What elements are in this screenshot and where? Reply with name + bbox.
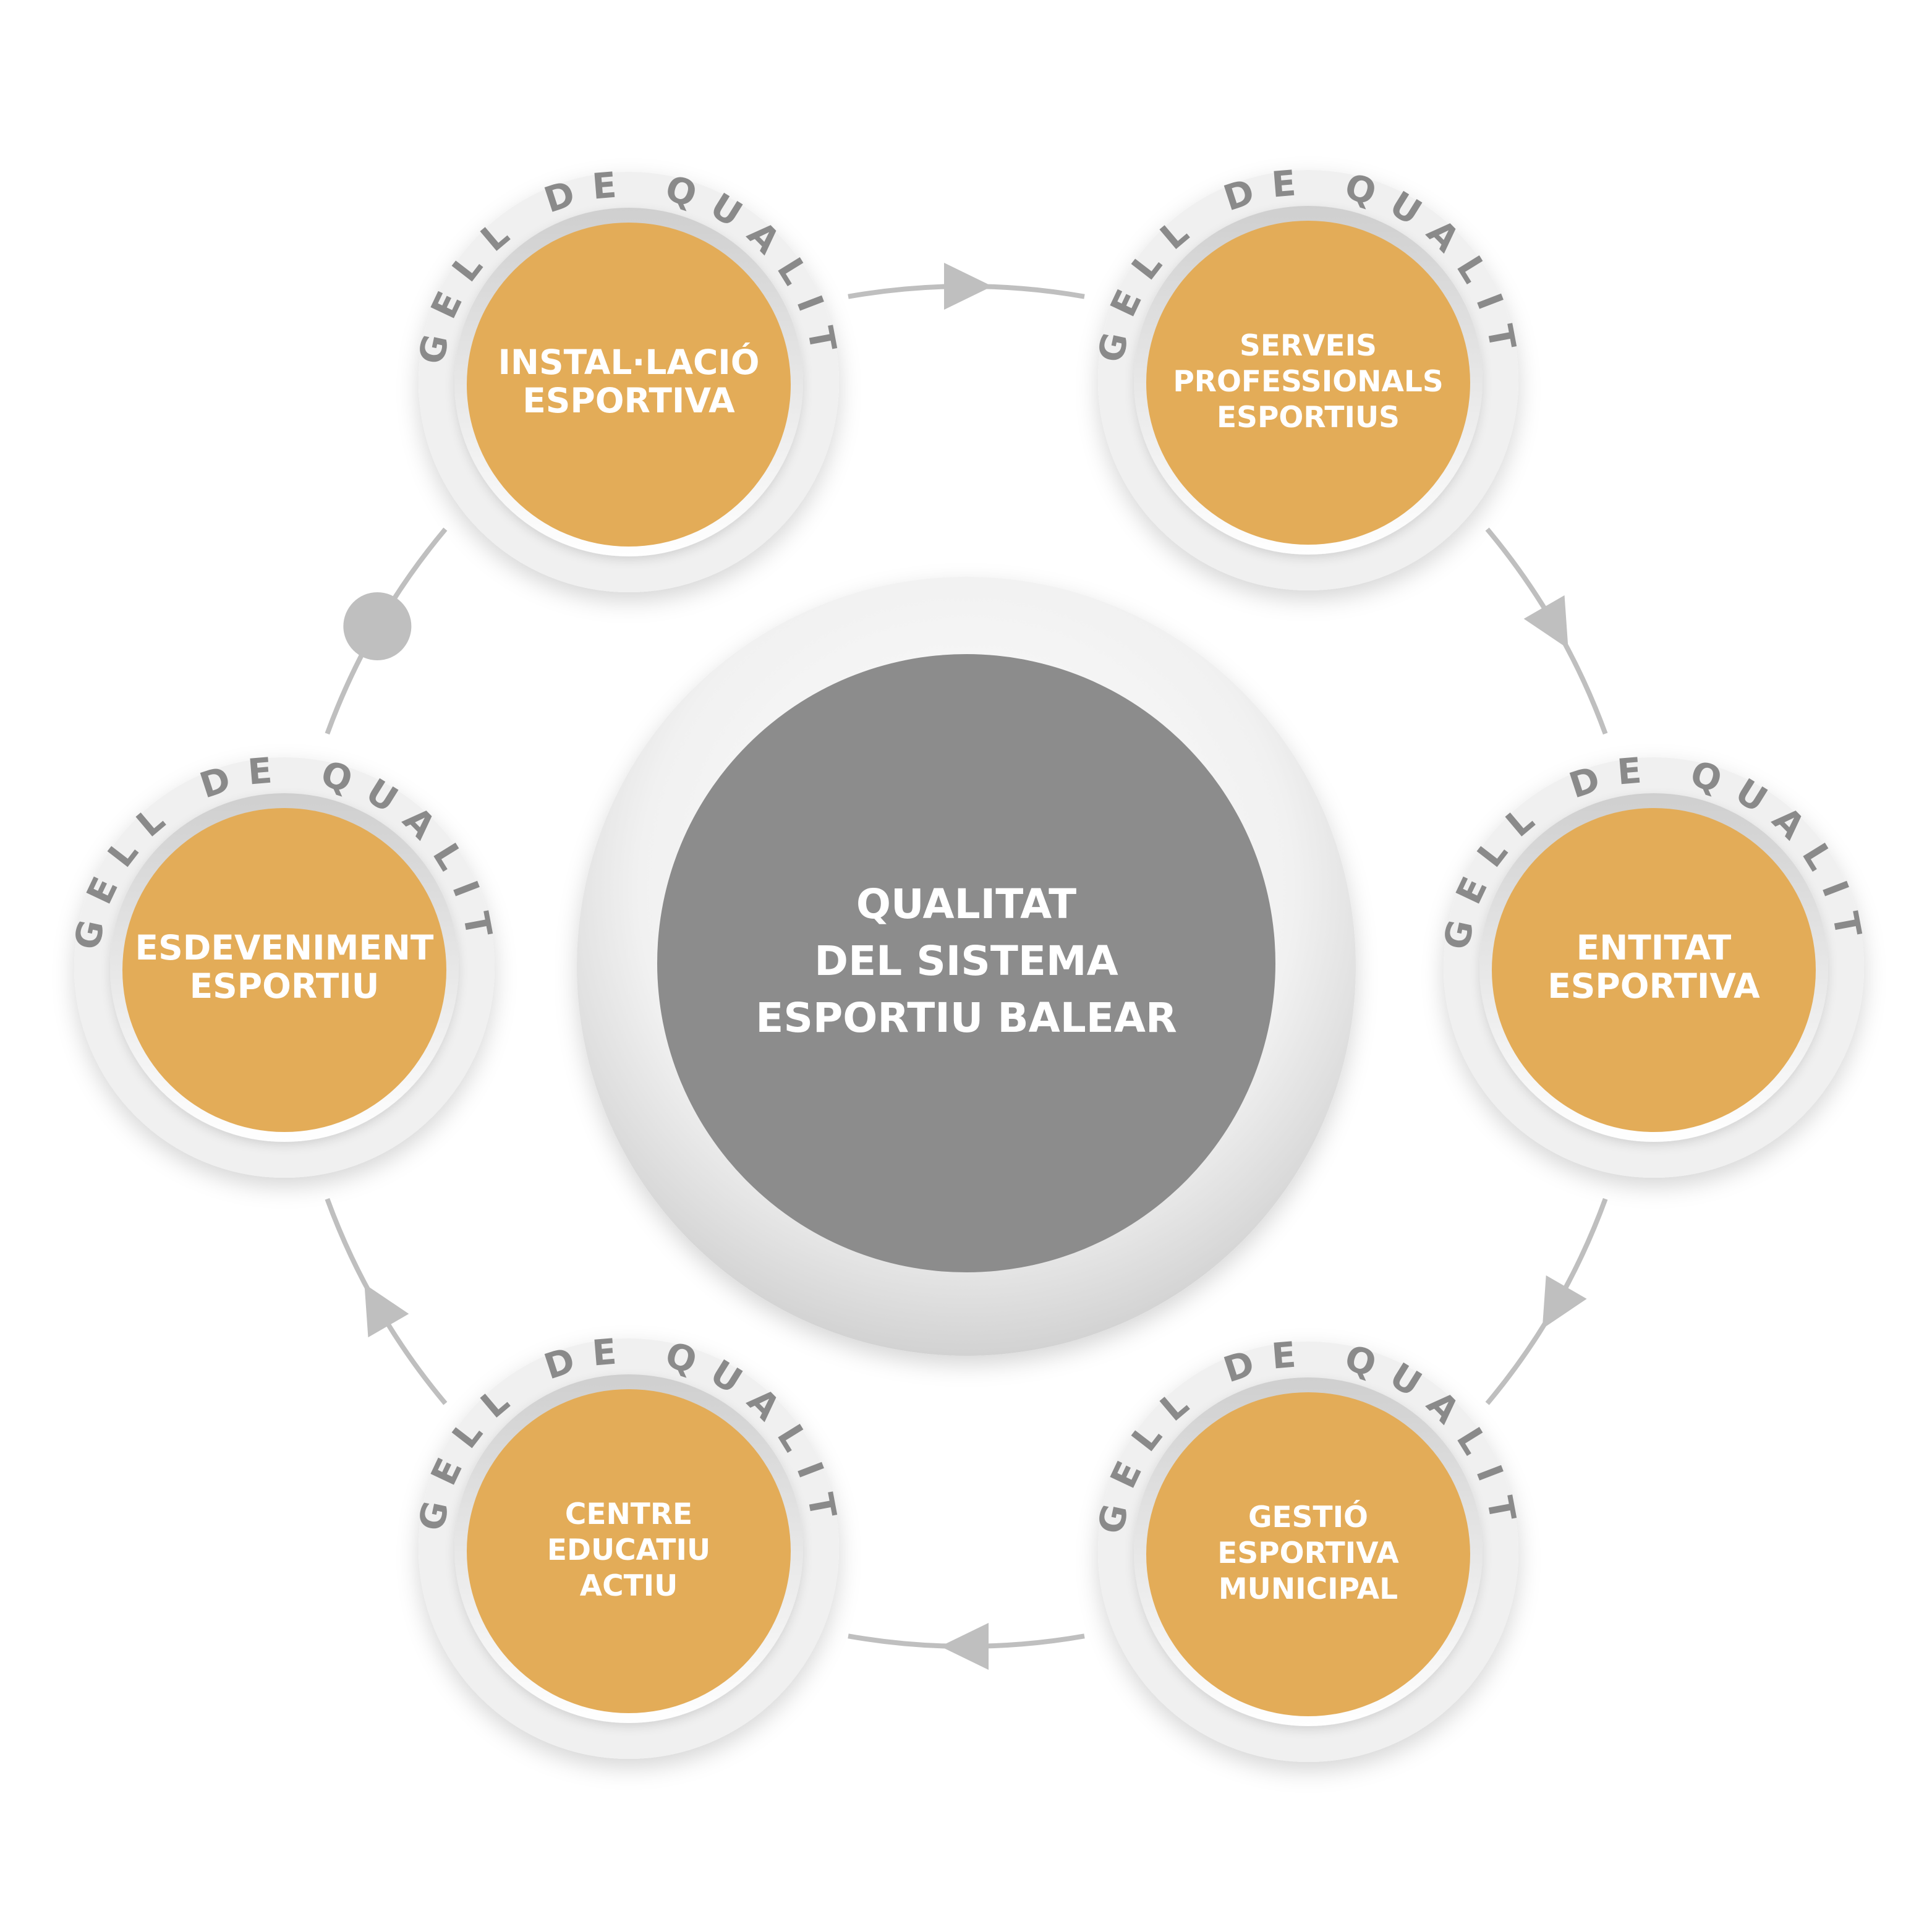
seal-label-line: MUNICIPAL — [1219, 1572, 1398, 1606]
arrow-top-icon — [944, 263, 992, 310]
seal-label-line: SERVEIS — [1240, 329, 1377, 363]
center-title-line: DEL SISTEMA — [814, 937, 1118, 985]
center-circle: QUALITAT DEL SISTEMA ESPORTIU BALEAR — [577, 577, 1356, 1356]
seal-label-line: ESPORTIU — [190, 966, 380, 1006]
arrow-upper-right-icon — [1523, 595, 1568, 649]
seal-label-line: ACTIU — [580, 1569, 678, 1603]
seal-fill — [1146, 1392, 1470, 1716]
node-esdeveniment-esportiu: SEGELL DE QUALITATESDEVENIMENTESPORTIU — [0, 0, 495, 1178]
seal-label-line: ENTITAT — [1577, 928, 1732, 968]
arrow-lower-right-icon — [1542, 1275, 1587, 1329]
seal-label-line: ESPORTIUS — [1217, 401, 1400, 435]
seal-fill — [467, 223, 791, 547]
seal-label-line: ESPORTIVA — [1547, 966, 1760, 1006]
cycle-start-dot-icon — [343, 592, 412, 660]
seal-fill — [122, 808, 446, 1132]
seal-label-line: EDUCATIU — [547, 1533, 710, 1567]
seal-label-line: ESPORTIVA — [1217, 1536, 1399, 1570]
seal-fill — [1146, 221, 1470, 545]
seal-fill — [467, 1389, 791, 1713]
center-fill — [657, 654, 1275, 1272]
center-title-line: ESPORTIU BALEAR — [755, 994, 1177, 1042]
arrow-lower-left-icon — [364, 1283, 409, 1338]
center-title-line: QUALITAT — [856, 880, 1076, 928]
seal-label-line: ESPORTIVA — [522, 381, 735, 420]
seal-label-line: GESTIÓ — [1248, 1500, 1368, 1534]
arrow-bottom-icon — [940, 1623, 989, 1670]
seal-label-line: PROFESSIONALS — [1173, 365, 1443, 399]
seal-label-line: ESDEVENIMENT — [135, 928, 434, 968]
seal-label-line: INSTAL·LACIÓ — [498, 343, 759, 382]
seal-fill — [1492, 808, 1816, 1132]
cycle-connectors — [325, 263, 1608, 1670]
seal-label-line: CENTRE — [565, 1497, 692, 1531]
